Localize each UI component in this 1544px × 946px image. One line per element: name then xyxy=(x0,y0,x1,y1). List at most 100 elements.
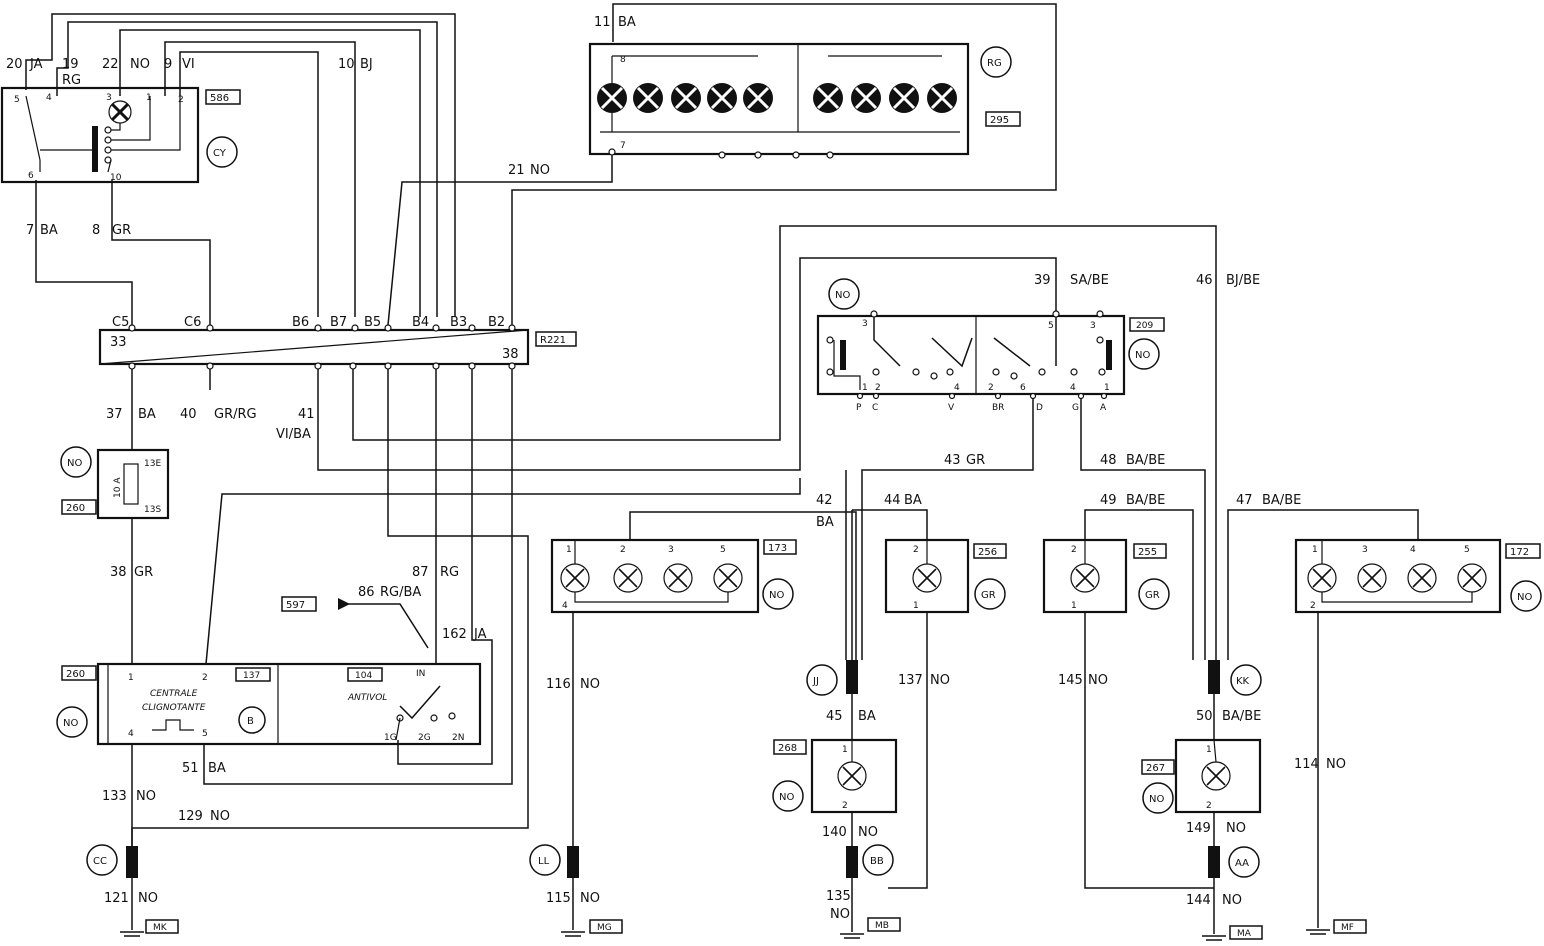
ground-ma: MA xyxy=(1237,929,1252,939)
relay-pin-3: 3 xyxy=(106,93,112,103)
lamp-173-pin-4: 4 xyxy=(562,601,568,611)
wire-color: BA xyxy=(138,407,156,422)
wire-color: NO xyxy=(1088,673,1108,688)
wire-137 xyxy=(888,612,928,889)
lamp-pin-8: 8 xyxy=(620,55,626,65)
connector-jj xyxy=(846,660,858,694)
connector-kk xyxy=(1208,660,1220,694)
wire-49 xyxy=(1084,509,1194,660)
wire-color: VI xyxy=(182,57,195,72)
tag-173: 173 xyxy=(768,543,787,554)
switch-pin-4b: 4 xyxy=(1070,383,1076,393)
connector-pins-top xyxy=(128,324,516,332)
wire-color: GR xyxy=(112,223,131,238)
relay-pin-1: 1 xyxy=(146,93,152,103)
tag-aa: AA xyxy=(1235,858,1249,869)
tag-597: 597 xyxy=(286,600,305,611)
wire-173-feed xyxy=(629,511,857,660)
tag-268: 268 xyxy=(778,743,797,754)
switch-pin-c: C xyxy=(872,403,878,413)
wire-8 xyxy=(111,180,211,325)
ground-mk: MK xyxy=(153,923,168,933)
lamp-icon xyxy=(813,83,843,113)
lamp-173-pin-2: 2 xyxy=(620,545,626,555)
switch-pin-a: A xyxy=(1100,403,1107,413)
ground-icon xyxy=(1202,935,1226,941)
wire-label: 129 xyxy=(178,809,203,824)
centrale-pin-2: 2 xyxy=(202,673,208,683)
lamp-icon xyxy=(889,83,919,113)
wire-color: RG xyxy=(440,565,459,580)
lamp-173-pin-1: 1 xyxy=(566,545,572,555)
switch-pin-2a: 2 xyxy=(875,383,881,393)
wire-color: RG/BA xyxy=(380,585,421,600)
wire-color: GR/RG xyxy=(214,407,257,422)
wire-label: 145 xyxy=(1058,673,1083,688)
wire-51 xyxy=(203,364,513,785)
tag-256: 256 xyxy=(978,547,997,558)
wire-10 xyxy=(164,41,356,317)
wire-label: 46 xyxy=(1196,273,1213,288)
wire-label: 135 xyxy=(826,889,851,904)
wire-color: BJ/BE xyxy=(1226,273,1260,288)
wire-7 xyxy=(35,180,133,325)
lamp-icon xyxy=(613,563,643,593)
lamp-255-pin-1: 1 xyxy=(1071,601,1077,611)
wires xyxy=(25,3,1419,934)
relay-586: 5 4 3 1 2 6 10 586 CY xyxy=(0,86,241,184)
lamp-267: 1 2 267 NO xyxy=(1141,738,1262,814)
switch-pin-g: G xyxy=(1072,403,1079,413)
connector-aa xyxy=(1208,846,1220,878)
wire-20 xyxy=(25,13,456,317)
pin-b4: B4 xyxy=(412,315,429,330)
connector-bb xyxy=(846,846,858,878)
wire-color: SA/BE xyxy=(1070,273,1109,288)
switch-bottom-pins xyxy=(856,392,1108,400)
inline-connectors: JJ KK CC LL BB AA xyxy=(86,660,1262,878)
lamp-icon xyxy=(1357,563,1387,593)
lamp-icon xyxy=(707,83,737,113)
wire-color: JA xyxy=(29,57,43,72)
ground-icon xyxy=(1306,929,1330,935)
lamp-icon xyxy=(713,563,743,593)
lamp-173-pin-5: 5 xyxy=(720,545,726,555)
wire-color: NO xyxy=(580,891,600,906)
wire-color: NO xyxy=(136,789,156,804)
centrale-pin-5: 5 xyxy=(202,729,208,739)
relay-pin-4: 4 xyxy=(46,93,52,103)
wire-color: BA xyxy=(858,709,876,724)
wire-color: JA xyxy=(473,627,487,642)
switch-pin-3b: 3 xyxy=(1090,321,1096,331)
tag-b: B xyxy=(247,716,254,727)
lamp-255-pin-2: 2 xyxy=(1071,545,1077,555)
lamp-icon xyxy=(671,83,701,113)
wire-22 xyxy=(119,29,421,317)
pin-c6: C6 xyxy=(184,315,201,330)
ground-icon xyxy=(561,931,585,937)
relay-pin-6: 6 xyxy=(28,171,34,181)
tag-kk: KK xyxy=(1236,676,1250,687)
fuse-out: 13S xyxy=(144,505,161,515)
wire-label: 20 xyxy=(6,57,23,72)
ground-mb: MB xyxy=(875,921,889,931)
antivol-label: ANTIVOL xyxy=(347,693,387,703)
pin-b6: B6 xyxy=(292,315,309,330)
connector-ll xyxy=(567,846,579,878)
wire-label: 116 xyxy=(546,677,571,692)
wire-color: NO xyxy=(1222,893,1242,908)
switch-pin-3a: 3 xyxy=(862,319,868,329)
wire-label-group: 20 JA 19 RG 22 NO 9 VI 10 BJ 11 BA 21 NO… xyxy=(6,15,1346,922)
lamp-icon xyxy=(1307,563,1337,593)
wire-label: 11 xyxy=(594,15,611,30)
ground-icon xyxy=(840,933,864,939)
wire-color: NO xyxy=(1226,821,1246,836)
centrale-line1: CENTRALE xyxy=(150,689,198,699)
wire-11 xyxy=(511,3,1057,325)
wire-47 xyxy=(1227,509,1419,660)
lamp-block-173: 1 2 3 5 4 173 NO xyxy=(550,538,797,614)
lamp-icon xyxy=(633,83,663,113)
wire-color: GR xyxy=(966,453,985,468)
wire-color: NO xyxy=(138,891,158,906)
wire-color: GR xyxy=(134,565,153,580)
lamp-267-pin-2: 2 xyxy=(1206,801,1212,811)
